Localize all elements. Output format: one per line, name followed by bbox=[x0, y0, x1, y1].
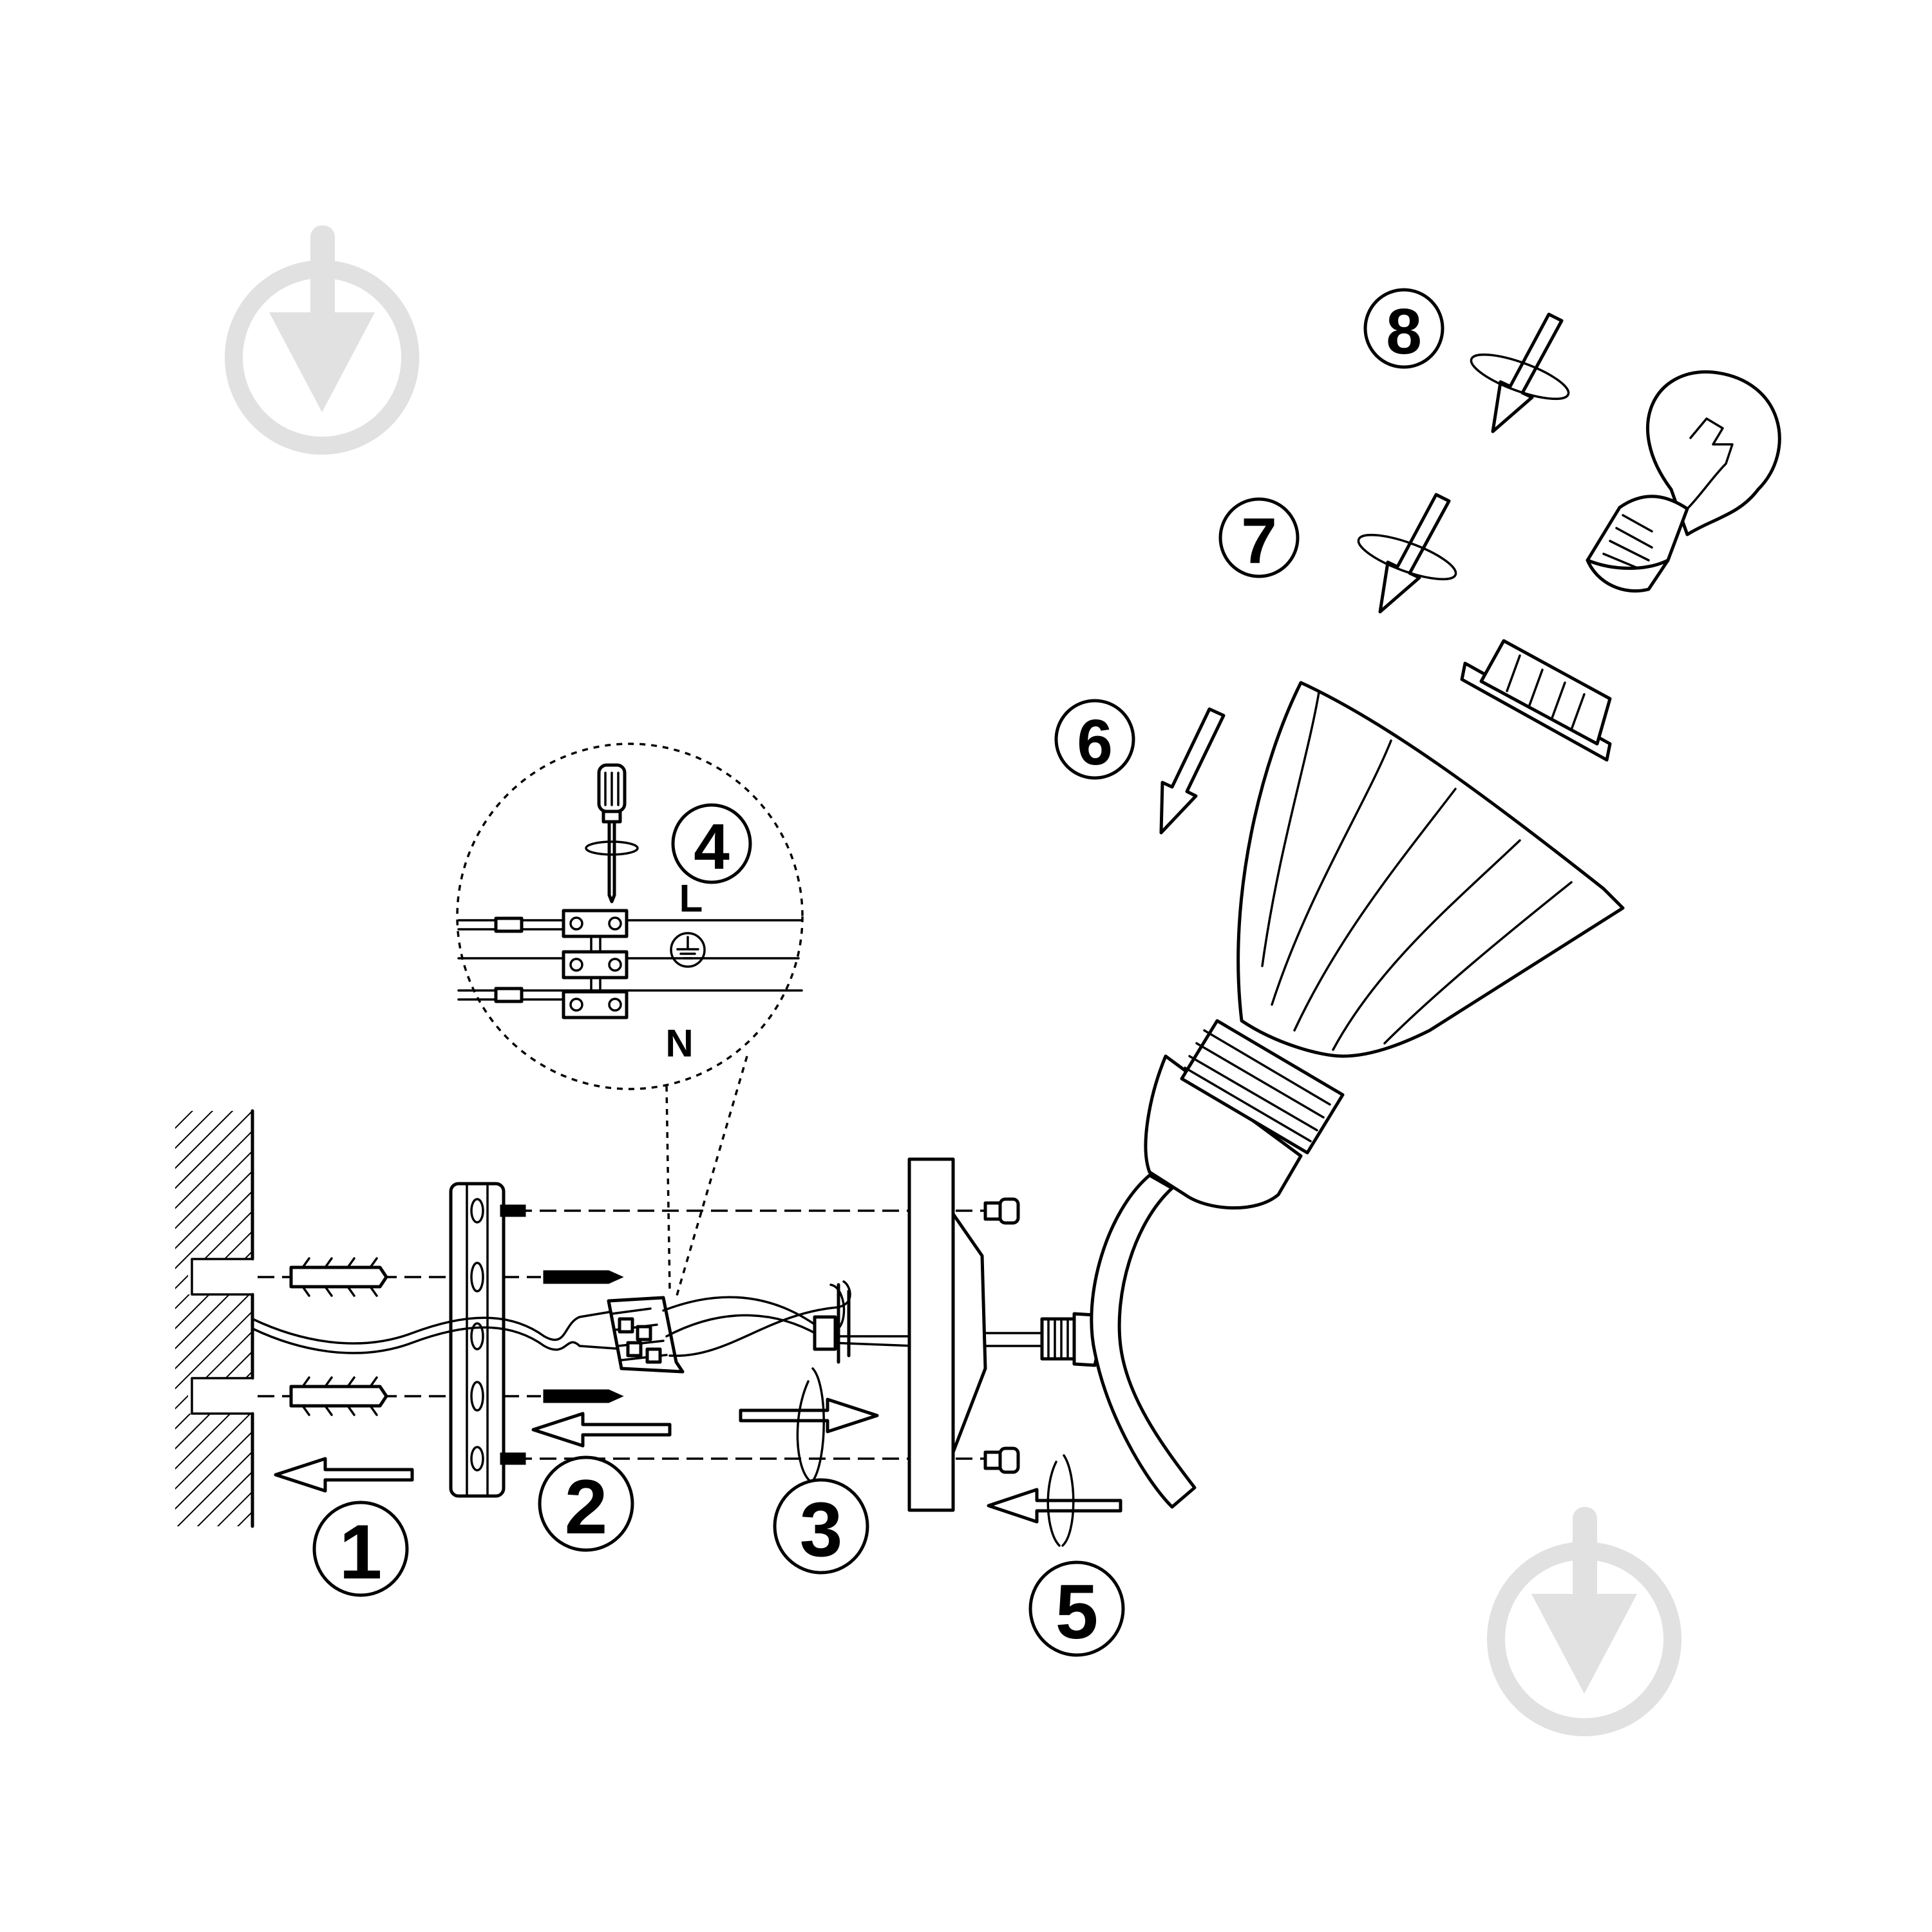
bracket-screw-top bbox=[500, 1204, 526, 1217]
canopy-back-plate bbox=[907, 1157, 1057, 1512]
watermark-icon-top-left bbox=[225, 225, 419, 455]
step-number-3: 3 bbox=[800, 1486, 843, 1573]
step-6-arrow bbox=[1159, 707, 1226, 835]
shade-ring bbox=[1460, 639, 1612, 762]
ground-symbol-icon bbox=[670, 932, 706, 968]
step-7-arrow bbox=[1357, 493, 1457, 614]
light-bulb-icon bbox=[1586, 370, 1781, 593]
step-number-4: 4 bbox=[694, 811, 730, 883]
lamp-wires bbox=[662, 1280, 916, 1357]
bracket-screw-bottom bbox=[500, 1452, 526, 1465]
live-terminal-label: L bbox=[679, 877, 703, 920]
terminal-earth bbox=[457, 932, 800, 980]
step-number-7: 7 bbox=[1241, 505, 1277, 577]
step-number-6: 6 bbox=[1077, 706, 1113, 779]
screwdriver-icon bbox=[585, 763, 639, 904]
step-number-2: 2 bbox=[565, 1464, 608, 1550]
lamp-socket bbox=[1144, 1019, 1345, 1210]
step-8-arrow bbox=[1470, 312, 1570, 433]
step-3-arrow bbox=[739, 1367, 879, 1482]
cap-screw-bottom bbox=[983, 1446, 1020, 1474]
step-number-1: 1 bbox=[339, 1509, 383, 1595]
step-number-8: 8 bbox=[1386, 296, 1422, 368]
supply-cable bbox=[251, 1309, 626, 1354]
wall-plug-upper bbox=[289, 1257, 388, 1297]
step-badge-2: 2 bbox=[538, 1455, 634, 1552]
wiring-detail-callout: L N bbox=[456, 743, 804, 1298]
mounting-bracket bbox=[449, 1182, 506, 1498]
step-badge-6: 6 bbox=[1054, 699, 1135, 780]
lamp-arm bbox=[1040, 1173, 1197, 1509]
step-2-arrow bbox=[531, 1412, 672, 1448]
step-badge-7: 7 bbox=[1218, 497, 1300, 578]
threaded-rod-nut bbox=[813, 1283, 851, 1364]
step-number-5: 5 bbox=[1056, 1569, 1099, 1655]
step-badge-5: 5 bbox=[1028, 1560, 1125, 1657]
step-1-arrow bbox=[274, 1457, 414, 1493]
step-badge-3: 3 bbox=[773, 1478, 869, 1575]
wall-section bbox=[175, 1109, 254, 1528]
terminal-live: L bbox=[457, 877, 803, 938]
wall-screw-lower bbox=[543, 1389, 624, 1403]
step-badge-8: 8 bbox=[1363, 288, 1444, 369]
cap-screw-top bbox=[983, 1197, 1020, 1225]
step-badge-1: 1 bbox=[312, 1501, 409, 1597]
wall-screw-upper bbox=[543, 1270, 624, 1284]
terminal-block bbox=[607, 1296, 685, 1374]
wall-plug-lower bbox=[289, 1376, 388, 1416]
step-5-arrow bbox=[987, 1454, 1122, 1547]
terminal-neutral: N bbox=[457, 987, 803, 1065]
glass-shade bbox=[1236, 681, 1625, 1058]
rotate-arrow-icon bbox=[796, 1380, 811, 1482]
terminal-bridges bbox=[590, 935, 601, 993]
neutral-terminal-label: N bbox=[665, 1022, 693, 1065]
step-badge-4: 4 bbox=[671, 803, 752, 884]
watermark-icon-bottom-right bbox=[1487, 1507, 1681, 1736]
